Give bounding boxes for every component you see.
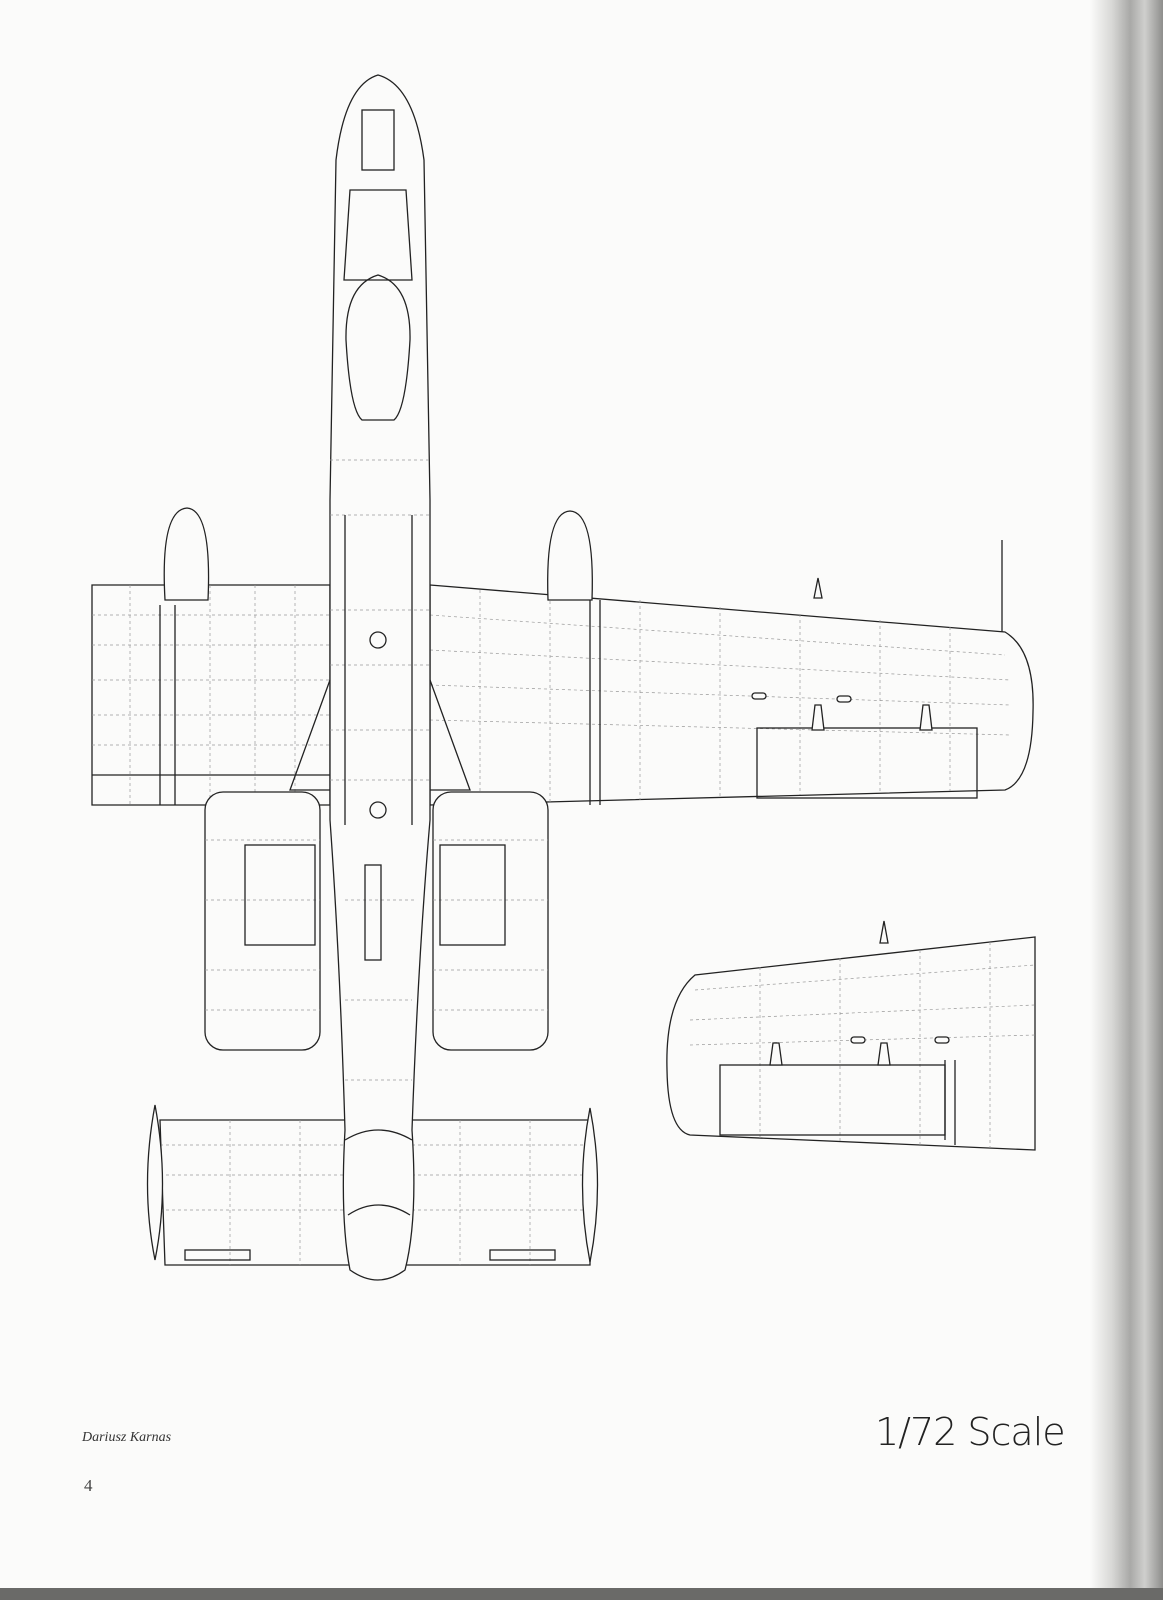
author-credit: Dariusz Karnas [82, 1430, 172, 1445]
page-number: 4 [84, 1476, 93, 1495]
left-wing [91, 584, 331, 806]
left-gear-pod [163, 507, 210, 601]
wing-detail-view [666, 920, 1036, 1151]
page-binding-shadow [1090, 0, 1163, 1600]
left-engine [204, 791, 321, 1051]
right-engine [432, 791, 549, 1051]
right-gear-pod [547, 510, 593, 601]
fuselage [329, 74, 431, 1281]
scan-edge [0, 1588, 1163, 1600]
right-fin [581, 1107, 599, 1263]
canopy [345, 274, 411, 421]
right-wing [429, 584, 1034, 806]
top-view [91, 74, 1034, 1281]
scale-label: 1/72 Scale [875, 1410, 1066, 1454]
left-fin [146, 1104, 164, 1261]
